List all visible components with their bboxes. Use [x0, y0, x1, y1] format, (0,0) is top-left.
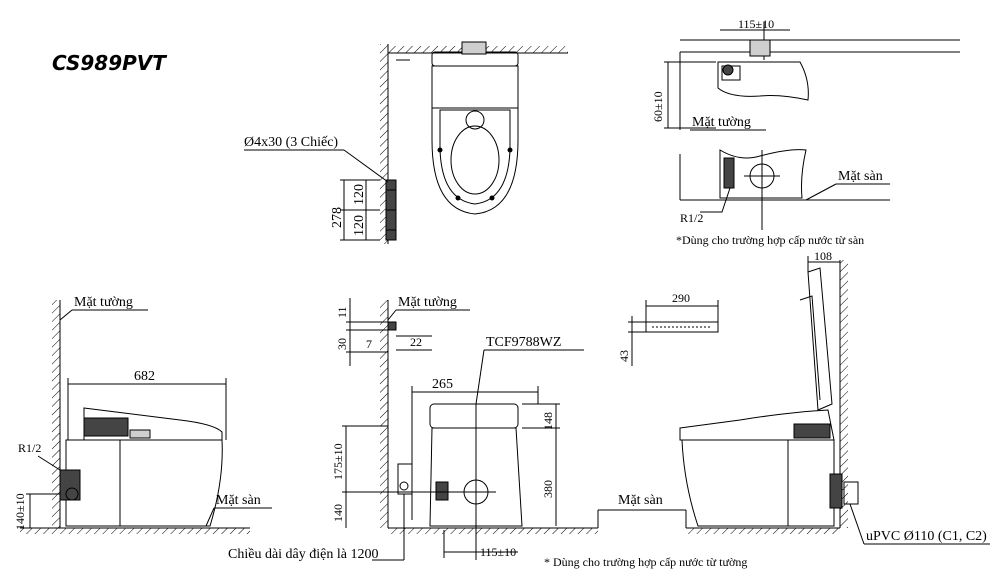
pipe-label: uPVC Ø110 (C1, C2) — [866, 529, 987, 544]
dim-front-30: 30 — [335, 338, 349, 350]
dim-bracket-b: 120 — [352, 215, 367, 236]
model-title: CS989PVT — [52, 51, 167, 75]
wall-label-front: Mặt tường — [398, 295, 457, 310]
dim-front-bottom: 115±10 — [480, 545, 516, 559]
screw-label: Ø4x30 (3 Chiếc) — [244, 135, 338, 150]
floor-label-middle: Mặt sàn — [618, 493, 663, 508]
dim-side-inlet: 140±10 — [13, 493, 27, 530]
dim-bracket-total: 278 — [330, 207, 345, 228]
dim-top-height: 60±10 — [651, 91, 665, 122]
dim-front-140: 140 — [331, 504, 345, 522]
r12-label-side: R1/2 — [18, 441, 41, 455]
remote-view: 290 43 — [617, 291, 719, 366]
note-floor-supply: *Dùng cho trường hợp cấp nước từ sàn — [676, 233, 864, 247]
floor-label-side: Mặt sàn — [216, 493, 261, 508]
dim-front-22: 22 — [410, 335, 422, 349]
dim-bracket-a: 120 — [352, 184, 367, 205]
dim-front-7: 7 — [366, 337, 372, 351]
side-view: Mặt tường 682 R1/2 140±10 Mặt sàn — [13, 295, 272, 534]
note-wall-supply: * Dùng cho trường hợp cấp nước từ tường — [544, 555, 747, 569]
dim-top-width: 115±10 — [738, 17, 774, 31]
wall-label-top: Mặt tường — [692, 115, 751, 130]
cable-length-label: Chiều dài dây điện là 1200 — [228, 547, 378, 562]
r12-label-top: R1/2 — [680, 211, 703, 225]
floor-label-top: Mặt sàn — [838, 169, 883, 184]
wall-label-side: Mặt tường — [74, 295, 133, 310]
dim-front-380: 380 — [541, 480, 555, 498]
dim-open-108: 108 — [814, 249, 832, 263]
open-lid-view: 108 uPVC Ø110 (C1, C2) — [679, 249, 990, 545]
middle-floor: Mặt sàn — [597, 493, 687, 528]
dim-front-148: 148 — [541, 412, 555, 430]
dim-remote-width: 290 — [672, 291, 690, 305]
seat-model-label: TCF9788WZ — [486, 335, 561, 350]
supply-detail-view: 115±10 60±10 Mặt tường R1/2 Mặt sàn *Dùn… — [651, 17, 960, 247]
dim-front-11: 11 — [335, 306, 349, 318]
dim-front-175: 175±10 — [331, 443, 345, 480]
dim-side-length: 682 — [134, 369, 155, 384]
dim-front-width: 265 — [432, 377, 453, 392]
top-view: Ø4x30 (3 Chiếc) 278 120 120 — [244, 41, 568, 244]
front-view: Mặt tường 11 30 7 22 TCF9788WZ 265 — [228, 295, 747, 569]
dim-remote-height: 43 — [617, 350, 631, 362]
